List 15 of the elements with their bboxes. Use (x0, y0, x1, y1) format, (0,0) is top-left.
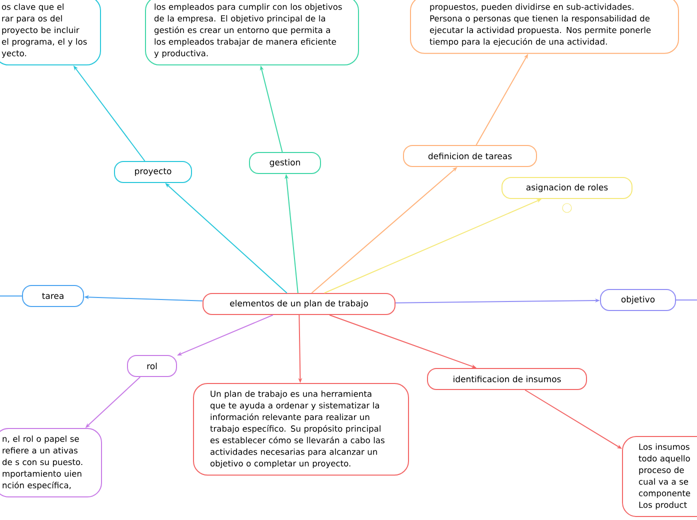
note-box: los empleados para cumplir con los objetivos de la empresa. El objetivo principal de la gestión es crear un entorno que permita a los empleados trabajar de manera eficiente y productiva. (145, 0, 359, 66)
note-box: n, el rol o papel se refiere a un ativas de s con su puesto. mportamiento uien nción específica, (0, 428, 102, 498)
note-box: os clave que el rar para os del proyecto be incluir el programa, el y los yecto. (0, 0, 101, 66)
note-box: Un plan de trabajo es una herramienta que te ayuda a ordenar y sistematizar la información relevante para realizar un trabajo específico. Su propósito principal es establecer cómo se llevarán a cabo las actividades necesarias para alcanzar un objetivo o completar un proyecto. (193, 383, 409, 476)
topic-box: identificacion de insumos (427, 368, 587, 390)
topic-box: objetivo (600, 289, 676, 311)
note-box: Los insumos todo aquello proceso de cual va a se componente Los product (622, 436, 697, 518)
note-box: propuestos, pueden dividirse en sub-actividades. Persona o personas que tienen la responsabilidad de ejecutar la actividad propuesta. Nos permite ponerle tiempo para la ejecución de una actividad. (410, 0, 679, 54)
topic-box: asignacion de roles (502, 177, 632, 199)
topic-box: gestion (249, 152, 321, 174)
topic-box: proyecto (114, 161, 192, 183)
topic-box: definicion de tareas (403, 145, 537, 167)
topic-box: rol (127, 355, 177, 377)
topic-box: elementos de un plan de trabajo (202, 293, 396, 315)
topic-box: tarea (22, 285, 84, 307)
